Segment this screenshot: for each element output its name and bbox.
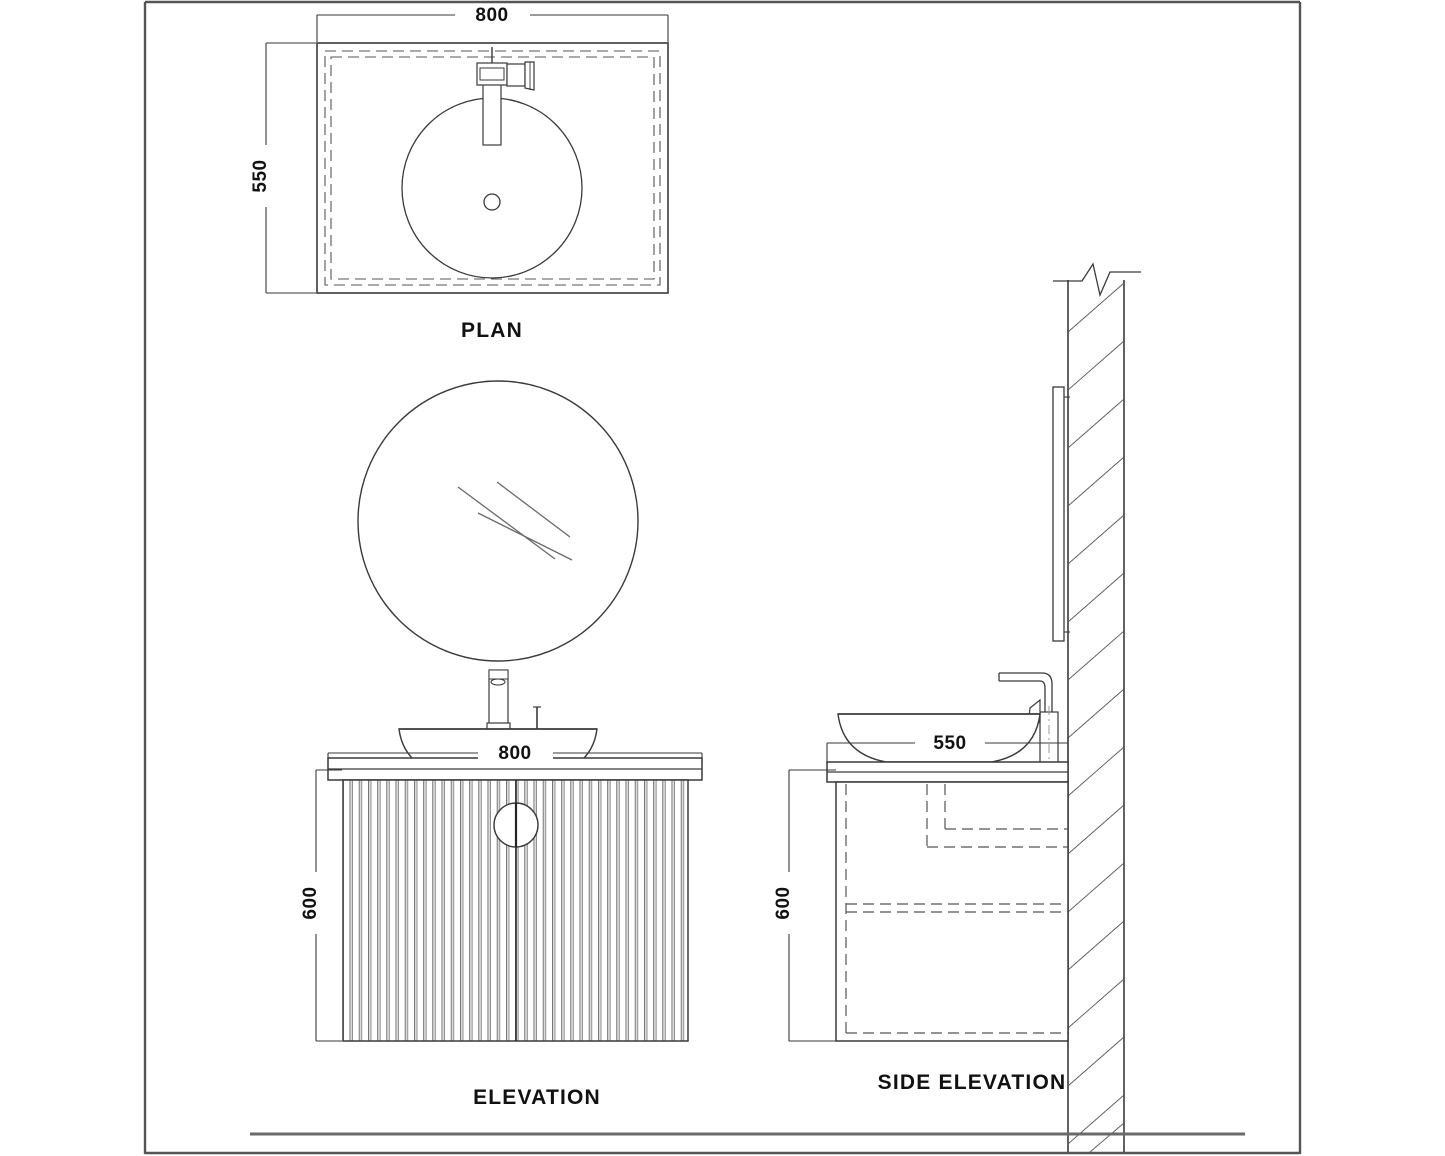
side-depth-dimension: [826, 732, 1069, 765]
side-height-dimension: [778, 769, 836, 1042]
side-mirror-edge: [1052, 386, 1070, 642]
elevation-faucet: [486, 669, 541, 732]
sheet-border: [143, 0, 1302, 1155]
plan-view: PLAN: [255, 4, 669, 342]
plan-width-value: 800: [475, 5, 508, 26]
side-cabinet-hidden-lines: [845, 784, 1068, 1034]
plan-faucet: [476, 47, 535, 146]
wall-hatch: [1067, 282, 1125, 1153]
elevation-mirror: [357, 380, 639, 662]
wall-break-symbol: [1053, 262, 1141, 298]
elevation-height-value: 600: [300, 886, 321, 919]
mirror-reflection-line: [496, 481, 571, 538]
plan-depth-dimension: [255, 42, 316, 294]
side-height-value: 600: [773, 886, 794, 919]
side-elevation-view: SIDE ELEVATION: [778, 262, 1141, 1153]
mirror-reflection-line: [477, 512, 573, 561]
mirror-reflection-line: [457, 486, 556, 560]
plan-width-dimension: [316, 4, 669, 42]
side-countertop: [826, 761, 1069, 783]
elevation-view-label: ELEVATION: [473, 1086, 601, 1109]
front-elevation-view: ELEVATION: [305, 380, 703, 1109]
elevation-height-dimension: [305, 769, 342, 1042]
elevation-width-value: 800: [498, 743, 531, 764]
plan-countertop-outline: [316, 42, 669, 294]
plan-depth-value: 550: [250, 159, 271, 192]
elevation-width-dimension: [327, 742, 703, 765]
side-depth-value: 550: [933, 733, 966, 754]
elevation-handle: [493, 802, 539, 848]
side-elevation-view-label: SIDE ELEVATION: [878, 1071, 1067, 1094]
plan-view-label: PLAN: [461, 319, 523, 342]
plan-basin-drain: [483, 193, 501, 211]
